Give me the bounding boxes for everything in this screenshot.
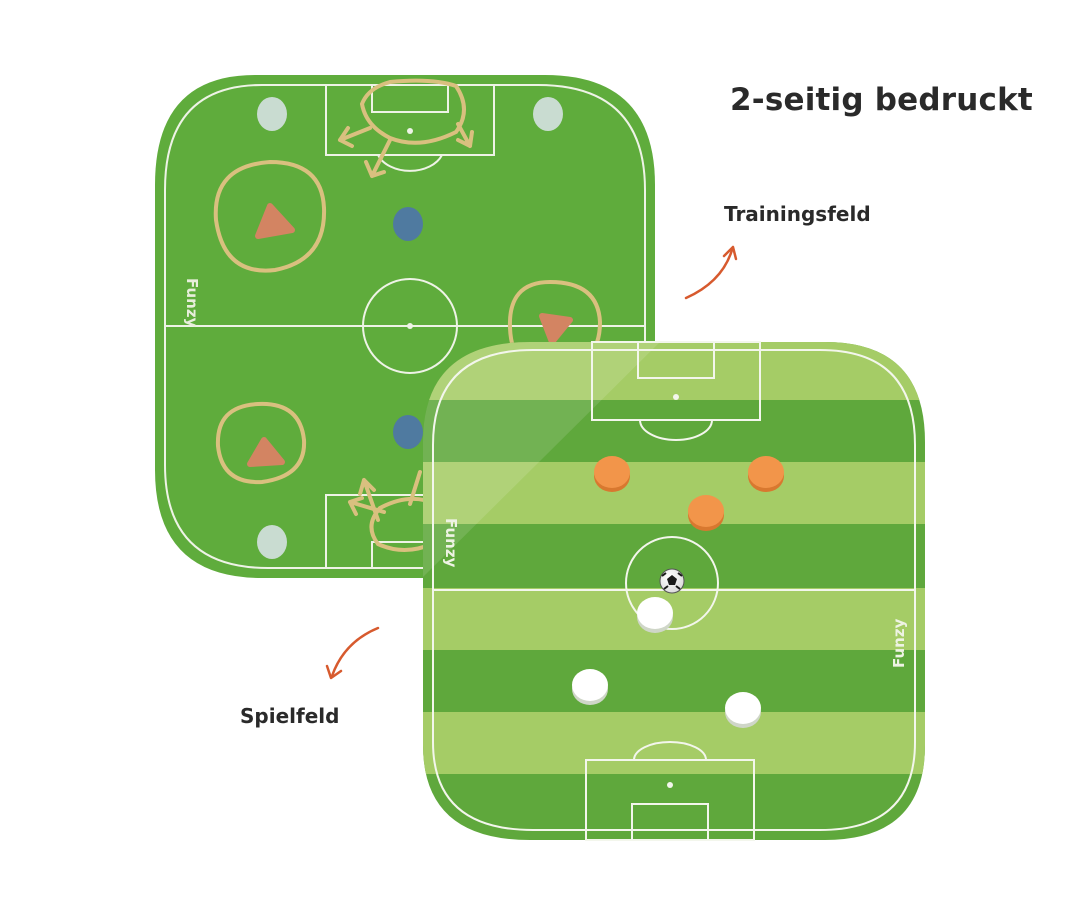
pale-marker (257, 525, 287, 559)
training-center-circle (362, 278, 458, 374)
drill-ring (213, 159, 327, 273)
cone-marker (539, 313, 573, 345)
game-brand-logo-right: Funzy (890, 618, 908, 668)
pale-marker (533, 97, 563, 131)
training-top-goal-box (371, 84, 449, 113)
white-team-pieces (572, 597, 761, 728)
training-brand-logo: Funzy (183, 278, 201, 328)
headline: 2-seitig bedruckt (730, 82, 1033, 118)
game-field-label: Spielfeld (240, 704, 340, 728)
training-field-label: Trainingsfeld (724, 202, 871, 226)
game-brand-logo-left: Funzy (442, 518, 460, 568)
blue-marker (393, 207, 423, 241)
orange-team-pieces (594, 456, 784, 531)
arrow-to-game-field (325, 626, 380, 680)
soccer-ball (659, 568, 685, 594)
cone-marker (255, 203, 295, 239)
game-bottom-goal-box (631, 803, 709, 841)
drill-ring (215, 401, 307, 485)
game-top-goal-box (637, 341, 715, 379)
game-center-circle (625, 536, 719, 630)
game-field-board: Funzy Funzy (423, 341, 925, 841)
arrow-to-training-field (684, 245, 738, 300)
game-outline (432, 349, 916, 831)
drill-ring (359, 78, 466, 145)
pale-marker (257, 97, 287, 131)
blue-marker (393, 415, 423, 449)
cone-marker (247, 437, 285, 467)
